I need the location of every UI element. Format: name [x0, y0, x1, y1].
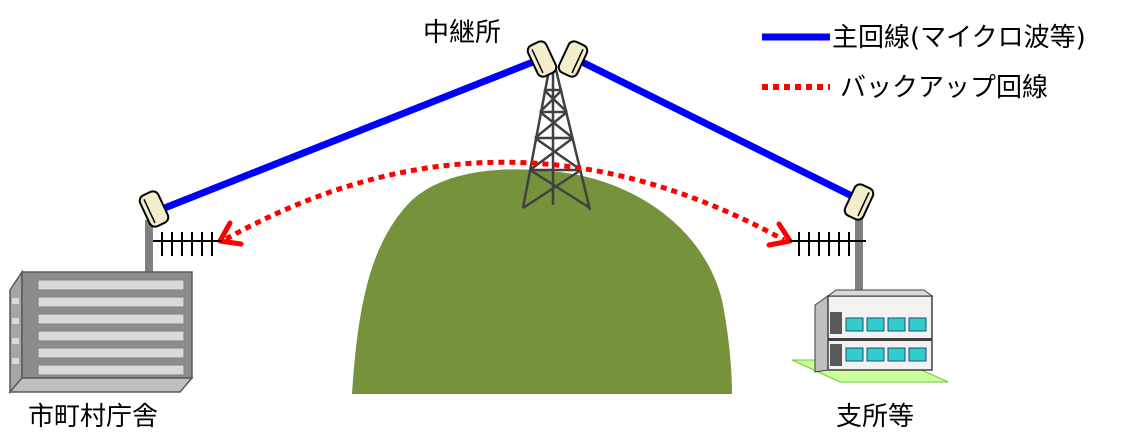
city-hall-label: 市町村庁舎 [28, 402, 158, 432]
main-line-left [155, 56, 540, 215]
legend-backup-line-label: バックアップ回線 [840, 73, 1048, 103]
branch-antenna [790, 210, 866, 298]
legend-main-line-label: 主回線(マイクロ波等) [832, 23, 1086, 53]
mountain [352, 169, 732, 394]
branch-dish [843, 183, 875, 221]
legend: 主回線(マイクロ波等) バックアップ回線 [762, 23, 1086, 103]
city-hall-building [8, 269, 194, 395]
relay-dish-left [526, 40, 558, 78]
relay-station-label: 中継所 [423, 18, 501, 48]
branch-office-label: 支所等 [836, 402, 914, 432]
city-hall-antenna [145, 220, 222, 280]
relay-dish-right [557, 40, 589, 78]
branch-building [791, 289, 949, 383]
main-line-right [576, 56, 862, 204]
city-hall-dish [138, 190, 170, 228]
backup-line-arc [224, 159, 786, 243]
